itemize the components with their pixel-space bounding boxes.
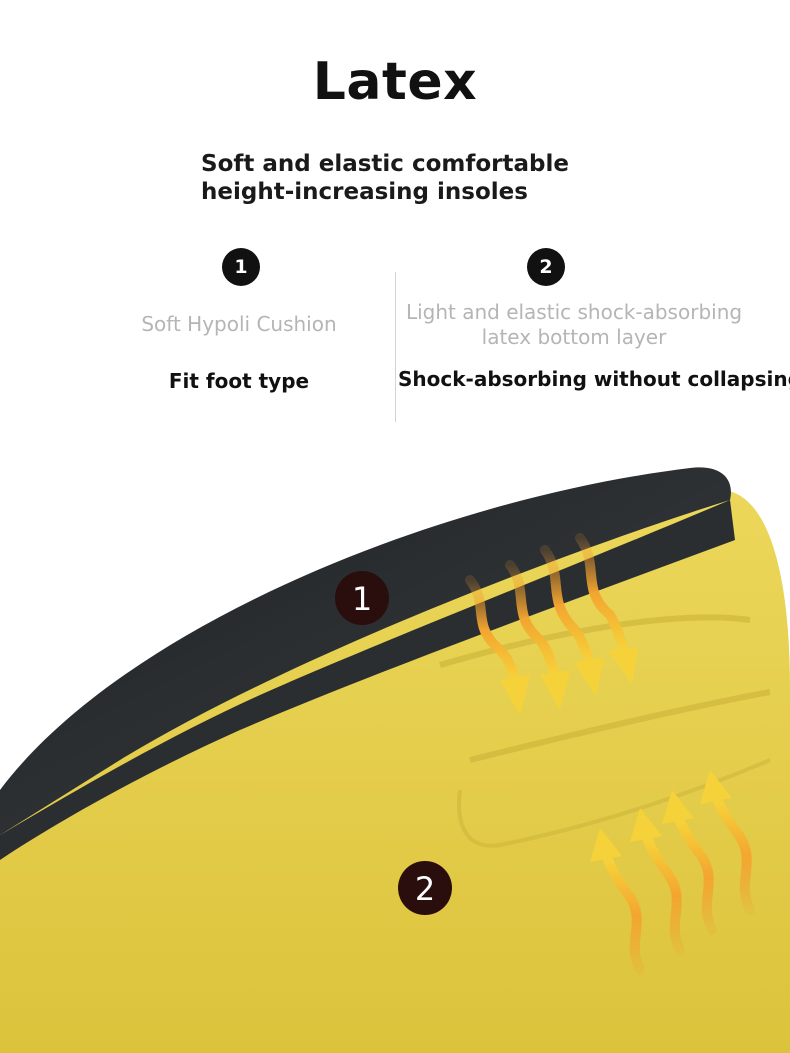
feature-2-number-badge: 2: [527, 248, 565, 286]
subtitle: Soft and elastic comfortable height-incr…: [201, 150, 569, 206]
subtitle-line-1: Soft and elastic comfortable: [201, 151, 569, 177]
feature-1-light-text: Soft Hypoli Cushion: [141, 312, 337, 336]
feature-divider: [395, 272, 396, 422]
feature-2-light-text: Light and elastic shock-absorbing latex …: [398, 300, 750, 350]
feature-1-number-badge: 1: [222, 248, 260, 286]
feature-2-dark-text: Shock-absorbing without collapsing: [398, 367, 790, 391]
marker-1: 1: [335, 571, 389, 625]
marker-2: 2: [398, 861, 452, 915]
shock-arrows-up: [603, 797, 755, 975]
marker-1-label: 1: [352, 580, 372, 618]
feature-1-dark-text: Fit foot type: [168, 369, 310, 393]
shock-arrow-heads-down: [500, 648, 638, 715]
subtitle-line-2: height-increasing insoles: [201, 179, 528, 205]
shock-arrow-heads-up: [590, 770, 732, 862]
marker-2-label: 2: [415, 870, 435, 908]
feature-2-light-text-line-2: latex bottom layer: [481, 325, 667, 349]
page-title: Latex: [312, 52, 478, 112]
feature-2-light-text-line-1: Light and elastic shock-absorbing: [405, 300, 743, 324]
shock-arrows-down: [465, 533, 629, 685]
insole-illustration: 1 2: [0, 467, 790, 1053]
